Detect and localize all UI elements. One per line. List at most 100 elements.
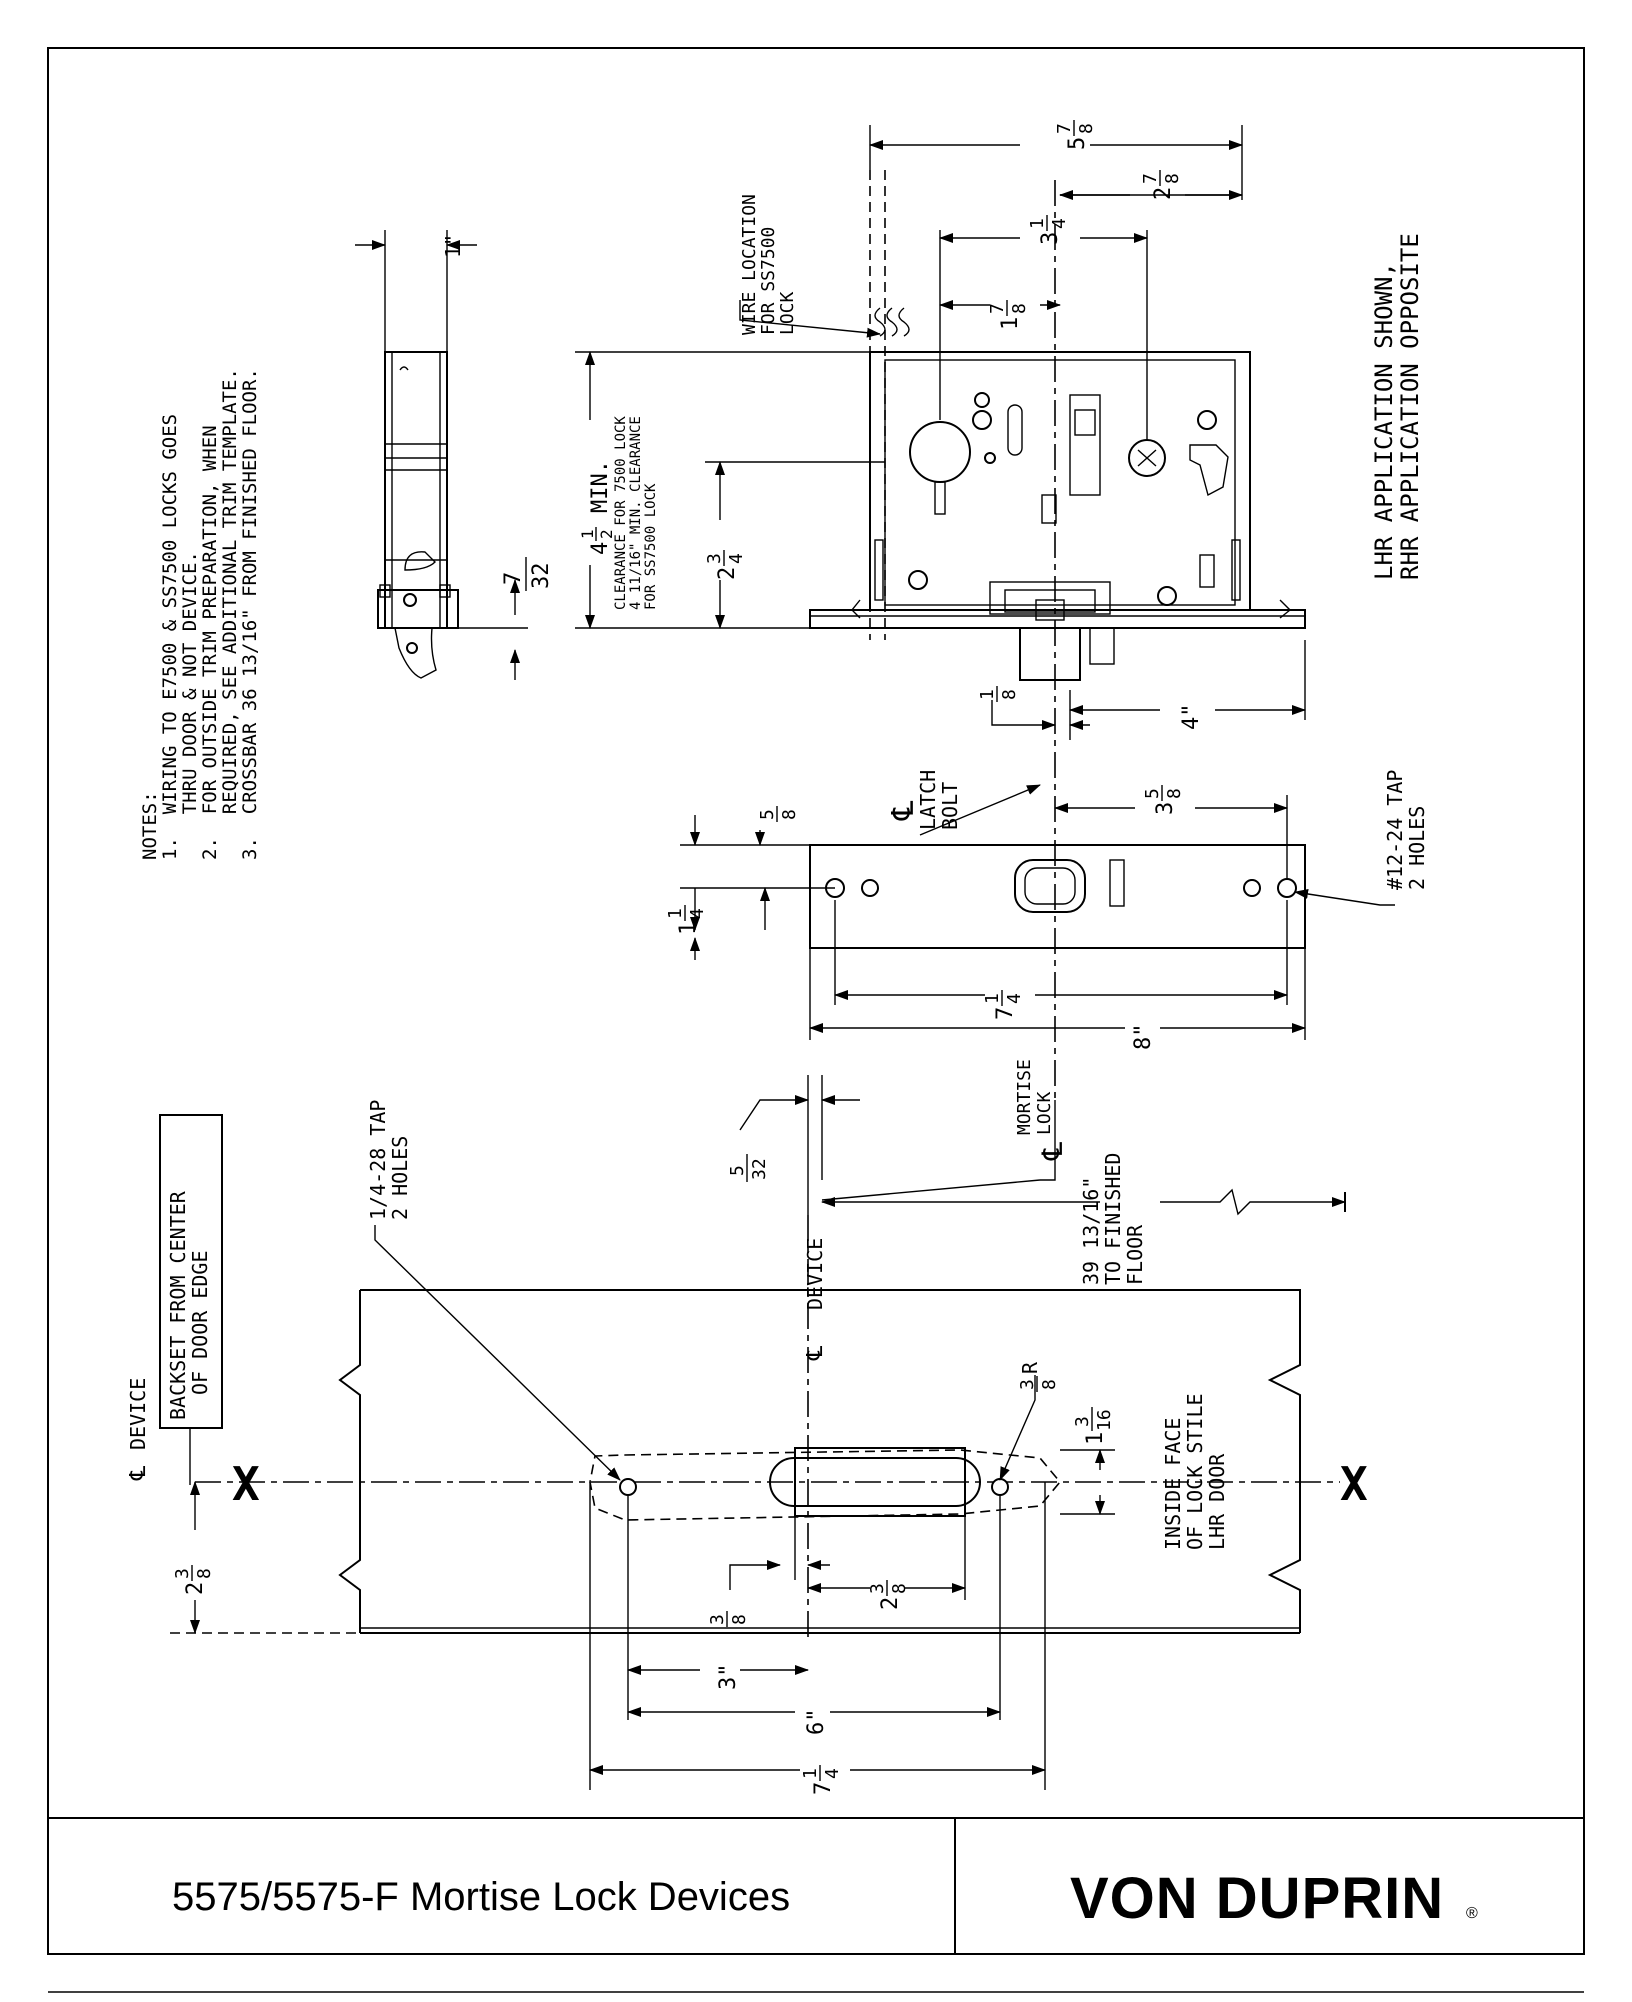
faceplate-view <box>809 844 1306 949</box>
svg-text:8: 8 <box>194 1568 215 1579</box>
application-line-1: LHR APPLICATION SHOWN, <box>1370 262 1398 580</box>
svg-text:7: 7 <box>987 303 1008 314</box>
svg-text:32: 32 <box>749 1158 770 1180</box>
device-center-label: ℄ DEVICE <box>803 1238 828 1361</box>
svg-text:1: 1 <box>1027 218 1048 229</box>
svg-text:7: 7 <box>811 1782 836 1795</box>
svg-text:3: 3 <box>1072 1416 1093 1427</box>
svg-text:1: 1 <box>578 529 597 539</box>
svg-text:1: 1 <box>998 317 1023 330</box>
dim-2-3-8-label: 2 3 8 <box>172 1565 215 1595</box>
notes-line-3: 2. FOR OUTSIDE TRIM PREPARATION, WHEN <box>199 425 221 860</box>
dim-5-8-label: 5 8 <box>757 806 800 822</box>
svg-text:LOCK: LOCK <box>777 291 798 335</box>
dim-1-3-16-label: 1 3 16 <box>1072 1407 1115 1445</box>
svg-text:℄: ℄ <box>803 1345 828 1361</box>
svg-text:BACKSET FROM CENTER: BACKSET FROM CENTER <box>166 1190 190 1420</box>
dim-1-8-leader <box>991 700 1056 730</box>
dim-2-3-4-label: 2 3 4 <box>704 550 747 580</box>
svg-text:7: 7 <box>993 1007 1018 1020</box>
svg-text:4: 4 <box>588 542 613 555</box>
svg-text:2 HOLES: 2 HOLES <box>1405 806 1429 890</box>
dim-3-8-label: 3 8 <box>707 1611 750 1627</box>
notes-block: NOTES: 1. WIRING TO E7500 & SS7500 LOCKS… <box>139 368 261 860</box>
svg-text:3: 3 <box>1153 802 1178 815</box>
svg-text:4: 4 <box>687 908 708 919</box>
drawing-title: 5575/5575-F Mortise Lock Devices <box>172 1875 790 1919</box>
svg-text:LHR DOOR: LHR DOOR <box>1205 1453 1229 1550</box>
tap-12-24-leader <box>1294 889 1395 906</box>
svg-text:5: 5 <box>727 1165 748 1176</box>
dim-5-7-8-label: 5 7 8 <box>1054 120 1097 150</box>
svg-text:5: 5 <box>1065 137 1090 150</box>
svg-text:DEVICE: DEVICE <box>126 1378 150 1450</box>
svg-text:1: 1 <box>982 993 1003 1004</box>
notes-line-1: 1. WIRING TO E7500 & SS7500 LOCKS GOES <box>159 414 181 860</box>
notes-heading: NOTES: <box>139 791 161 860</box>
tap-hole-right <box>991 1478 1009 1496</box>
mortise-lock-centerline-symbol: ℄ <box>1036 1142 1069 1161</box>
svg-text:3: 3 <box>1038 232 1063 245</box>
svg-text:MORTISE: MORTISE <box>1014 1059 1035 1135</box>
dim-2-3-8b-label: 2 3 8 <box>867 1580 910 1610</box>
tap-1-4-28-leader <box>374 1225 621 1481</box>
svg-text:1: 1 <box>1083 1432 1108 1445</box>
svg-text:3: 3 <box>172 1568 193 1579</box>
wire-squiggle <box>874 307 910 337</box>
latch-bolt-leader <box>919 784 1041 836</box>
backset-box <box>159 1114 223 1429</box>
svg-text:4 11/16" MIN. CLEARANCE: 4 11/16" MIN. CLEARANCE <box>628 416 644 610</box>
dim-4-1-2-label: 4 1 2 MIN. <box>578 460 616 555</box>
svg-text:5: 5 <box>757 809 778 820</box>
escutcheon-outline <box>589 1449 1062 1521</box>
mortise-slot-rounded <box>769 1457 981 1507</box>
inside-face-label: INSIDE FACE OF LOCK STILE LHR DOOR <box>1161 1393 1229 1550</box>
device-left-label: ℄ DEVICE <box>126 1378 151 1481</box>
dim-7-1-4b-label: 7 1 4 <box>800 1765 843 1795</box>
lock-front-view <box>809 351 1306 681</box>
svg-text:#12-24 TAP: #12-24 TAP <box>1383 770 1407 890</box>
latch-bolt-label: LATCH BOLT <box>916 770 962 830</box>
tap-1-4-28-label: 1/4-28 TAP 2 HOLES <box>366 1100 412 1220</box>
application-note: LHR APPLICATION SHOWN, RHR APPLICATION O… <box>1370 233 1424 580</box>
svg-text:TO FINISHED: TO FINISHED <box>1101 1153 1125 1285</box>
dim-5-32-label: 5 32 <box>727 1154 770 1182</box>
svg-text:OF LOCK STILE: OF LOCK STILE <box>1183 1393 1207 1550</box>
backset-label: BACKSET FROM CENTER OF DOOR EDGE <box>166 1190 212 1420</box>
svg-text:FLOOR: FLOOR <box>1123 1224 1147 1285</box>
svg-text:3: 3 <box>707 1614 728 1625</box>
svg-text:R: R <box>1018 1361 1042 1374</box>
svg-text:℄: ℄ <box>126 1465 151 1481</box>
svg-text:3: 3 <box>704 553 725 564</box>
dim-3-8-arrow-left <box>729 1560 781 1590</box>
svg-text:16: 16 <box>1094 1409 1115 1431</box>
svg-text:5: 5 <box>1142 788 1163 799</box>
dim-3in-label: 3" <box>716 1664 741 1691</box>
application-line-2: RHR APPLICATION OPPOSITE <box>1396 233 1424 580</box>
svg-text:1: 1 <box>676 922 701 935</box>
svg-text:1: 1 <box>665 908 686 919</box>
brand-logo: VON DUPRIN <box>1070 1866 1444 1931</box>
svg-text:8: 8 <box>1076 123 1097 134</box>
svg-text:FOR SS7500 LOCK: FOR SS7500 LOCK <box>643 483 659 610</box>
svg-text:LATCH: LATCH <box>916 770 940 830</box>
radius-leader <box>999 1375 1036 1481</box>
svg-text:8: 8 <box>1162 173 1183 184</box>
wire-location-label: WIRE LOCATION FOR SS7500 LOCK <box>739 194 798 335</box>
svg-text:LOCK: LOCK <box>1034 1091 1055 1135</box>
svg-text:8: 8 <box>1164 788 1185 799</box>
svg-text:2: 2 <box>183 1582 208 1595</box>
svg-text:8: 8 <box>729 1614 750 1625</box>
svg-text:3: 3 <box>1017 1379 1038 1390</box>
svg-text:3: 3 <box>867 1583 888 1594</box>
finished-floor-label: 39 13/16" TO FINISHED FLOOR <box>1079 1153 1147 1285</box>
svg-text:2: 2 <box>878 1597 903 1610</box>
svg-text:1/4-28 TAP: 1/4-28 TAP <box>366 1100 390 1220</box>
svg-text:8: 8 <box>999 689 1020 700</box>
door-stile-template <box>170 1289 1301 1634</box>
dim-7-32-label: 7 32 <box>501 557 554 591</box>
dim-finished-floor-break <box>1160 1188 1346 1216</box>
dim-4in-label: 4" <box>1179 704 1204 731</box>
